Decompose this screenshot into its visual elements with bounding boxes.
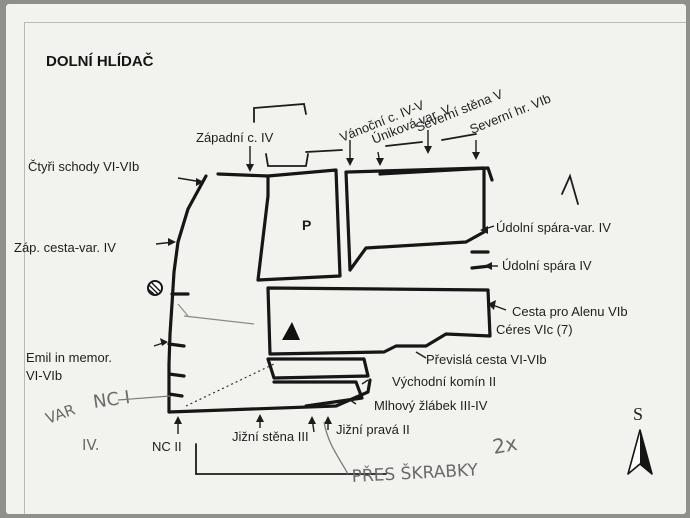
note-2x: 2x — [491, 431, 520, 459]
block-north-east-outline — [344, 166, 486, 272]
note-pres-skrabky: PŘES ŠKRABKY — [351, 458, 479, 487]
rock-outlines — [167, 103, 579, 475]
south-ledge-outline — [266, 357, 370, 380]
pencil-arrow-2 — [177, 303, 189, 317]
route-label-vychodni-komin: Východní komín II — [392, 374, 496, 389]
route-label-cesta-pro-alenu: Cesta pro Alenu VIb — [512, 304, 628, 319]
block-label: P — [302, 217, 311, 233]
note-grade: IV. — [82, 436, 100, 454]
north-arrow: S — [627, 404, 653, 475]
summit-triangle — [282, 322, 300, 340]
route-label-emil-grade: VI-VIb — [26, 368, 62, 383]
card-frame — [24, 22, 686, 514]
pencil-arrow — [183, 315, 255, 325]
map-title: DOLNÍ HLÍDAČ — [46, 52, 154, 70]
block-middle-outline — [266, 286, 492, 356]
north-label: S — [633, 404, 643, 424]
route-label-ceres: Céres VIc (7) — [496, 322, 573, 337]
route-label-udolni: Údolní spára IV — [502, 258, 592, 273]
west-crack-2 — [167, 342, 186, 348]
west-crack-3 — [167, 372, 186, 378]
topo-map: DOLNÍ HLÍDAČ — [14, 52, 653, 487]
route-label-ctyri-schody: Čtyři schody VI-VIb — [28, 159, 139, 174]
route-label-nc: NC II — [152, 439, 182, 454]
route-label-jizni-prava: Jižní pravá II — [336, 422, 410, 437]
route-label-previsla: Převislá cesta VI-VIb — [426, 352, 547, 367]
top-right-edge — [378, 166, 494, 182]
route-pointers — [153, 130, 507, 434]
topo-card: DOLNÍ HLÍDAČ — [6, 4, 686, 514]
south-bracket — [195, 443, 387, 475]
dotted-route — [185, 363, 275, 407]
west-crack-4 — [167, 392, 184, 398]
route-label-mlhovy: Mlhový žlábek III-IV — [374, 398, 488, 413]
route-label-udolni-var: Údolní spára-var. IV — [496, 220, 611, 235]
route-label-emil: Emil in memor. — [26, 350, 112, 365]
top-edge-outline — [216, 172, 270, 178]
route-label-jizni-stena: Jižní stěna III — [232, 429, 309, 444]
route-label-zapadni: Západní c. IV — [196, 130, 274, 145]
top-caps — [253, 103, 579, 205]
block-p-outline — [256, 168, 342, 282]
note-underline — [117, 395, 171, 401]
route-label-zap-cesta: Záp. cesta-var. IV — [14, 240, 116, 255]
boulder-symbol — [147, 280, 163, 296]
south-chimney-outline — [272, 380, 364, 408]
note-pointer — [323, 421, 349, 475]
note-var: VAR — [43, 401, 77, 428]
